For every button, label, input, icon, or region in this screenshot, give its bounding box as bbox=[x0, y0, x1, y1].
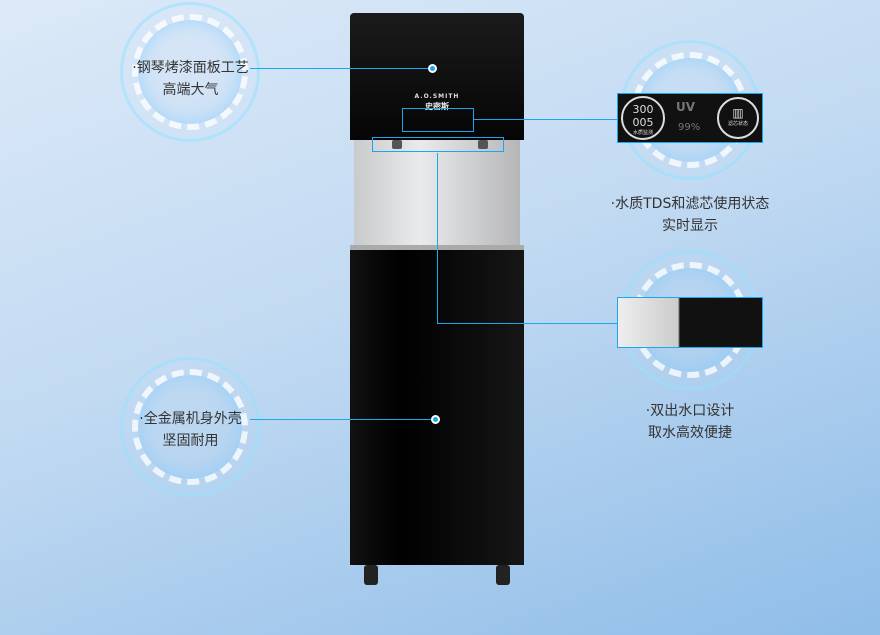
callout-line bbox=[250, 68, 432, 69]
display-highlight bbox=[402, 108, 474, 132]
wheel bbox=[496, 565, 510, 585]
callout-line bbox=[437, 153, 438, 323]
feature-label: ·水质TDS和滤芯使用状态实时显示 bbox=[610, 196, 770, 234]
callout-line bbox=[474, 119, 617, 120]
top-panel: A.O.SMITH 史密斯 bbox=[350, 13, 524, 140]
uv-icon: UV bbox=[676, 100, 696, 114]
callout-dot bbox=[428, 64, 437, 73]
water-outlet bbox=[478, 140, 488, 149]
filter-icon: ▥ bbox=[732, 106, 744, 120]
feature-label: ·钢琴烤漆面板工艺高端大气 bbox=[132, 60, 249, 98]
filter-gauge: ▥ 滤芯状态 bbox=[717, 97, 759, 139]
brand-en: A.O.SMITH bbox=[414, 93, 460, 100]
feature-label: ·全金属机身外壳坚固耐用 bbox=[139, 411, 242, 449]
feature-label: ·双出水口设计取水高效便捷 bbox=[645, 403, 735, 441]
callout-dot bbox=[431, 415, 440, 424]
filter-label: 滤芯状态 bbox=[727, 121, 748, 127]
outlet-inset bbox=[617, 297, 763, 348]
display-inset: 300 005 水质监测 UV 99% ▥ 滤芯状态 bbox=[617, 93, 763, 143]
outlet-highlight bbox=[372, 137, 504, 152]
tds-out-value: 005 bbox=[632, 116, 654, 129]
tds-gauge: 300 005 水质监测 bbox=[621, 96, 665, 140]
wheel bbox=[364, 565, 378, 585]
decor-ring bbox=[120, 357, 260, 497]
uv-rate: 99% bbox=[678, 122, 701, 133]
callout-line bbox=[437, 323, 617, 324]
tds-label: 水质监测 bbox=[632, 130, 653, 136]
callout-line bbox=[250, 419, 434, 420]
decor-ring bbox=[120, 2, 260, 142]
tds-in-value: 300 bbox=[632, 103, 654, 116]
water-outlet bbox=[392, 140, 402, 149]
brand-cn: 史密斯 bbox=[425, 102, 449, 111]
